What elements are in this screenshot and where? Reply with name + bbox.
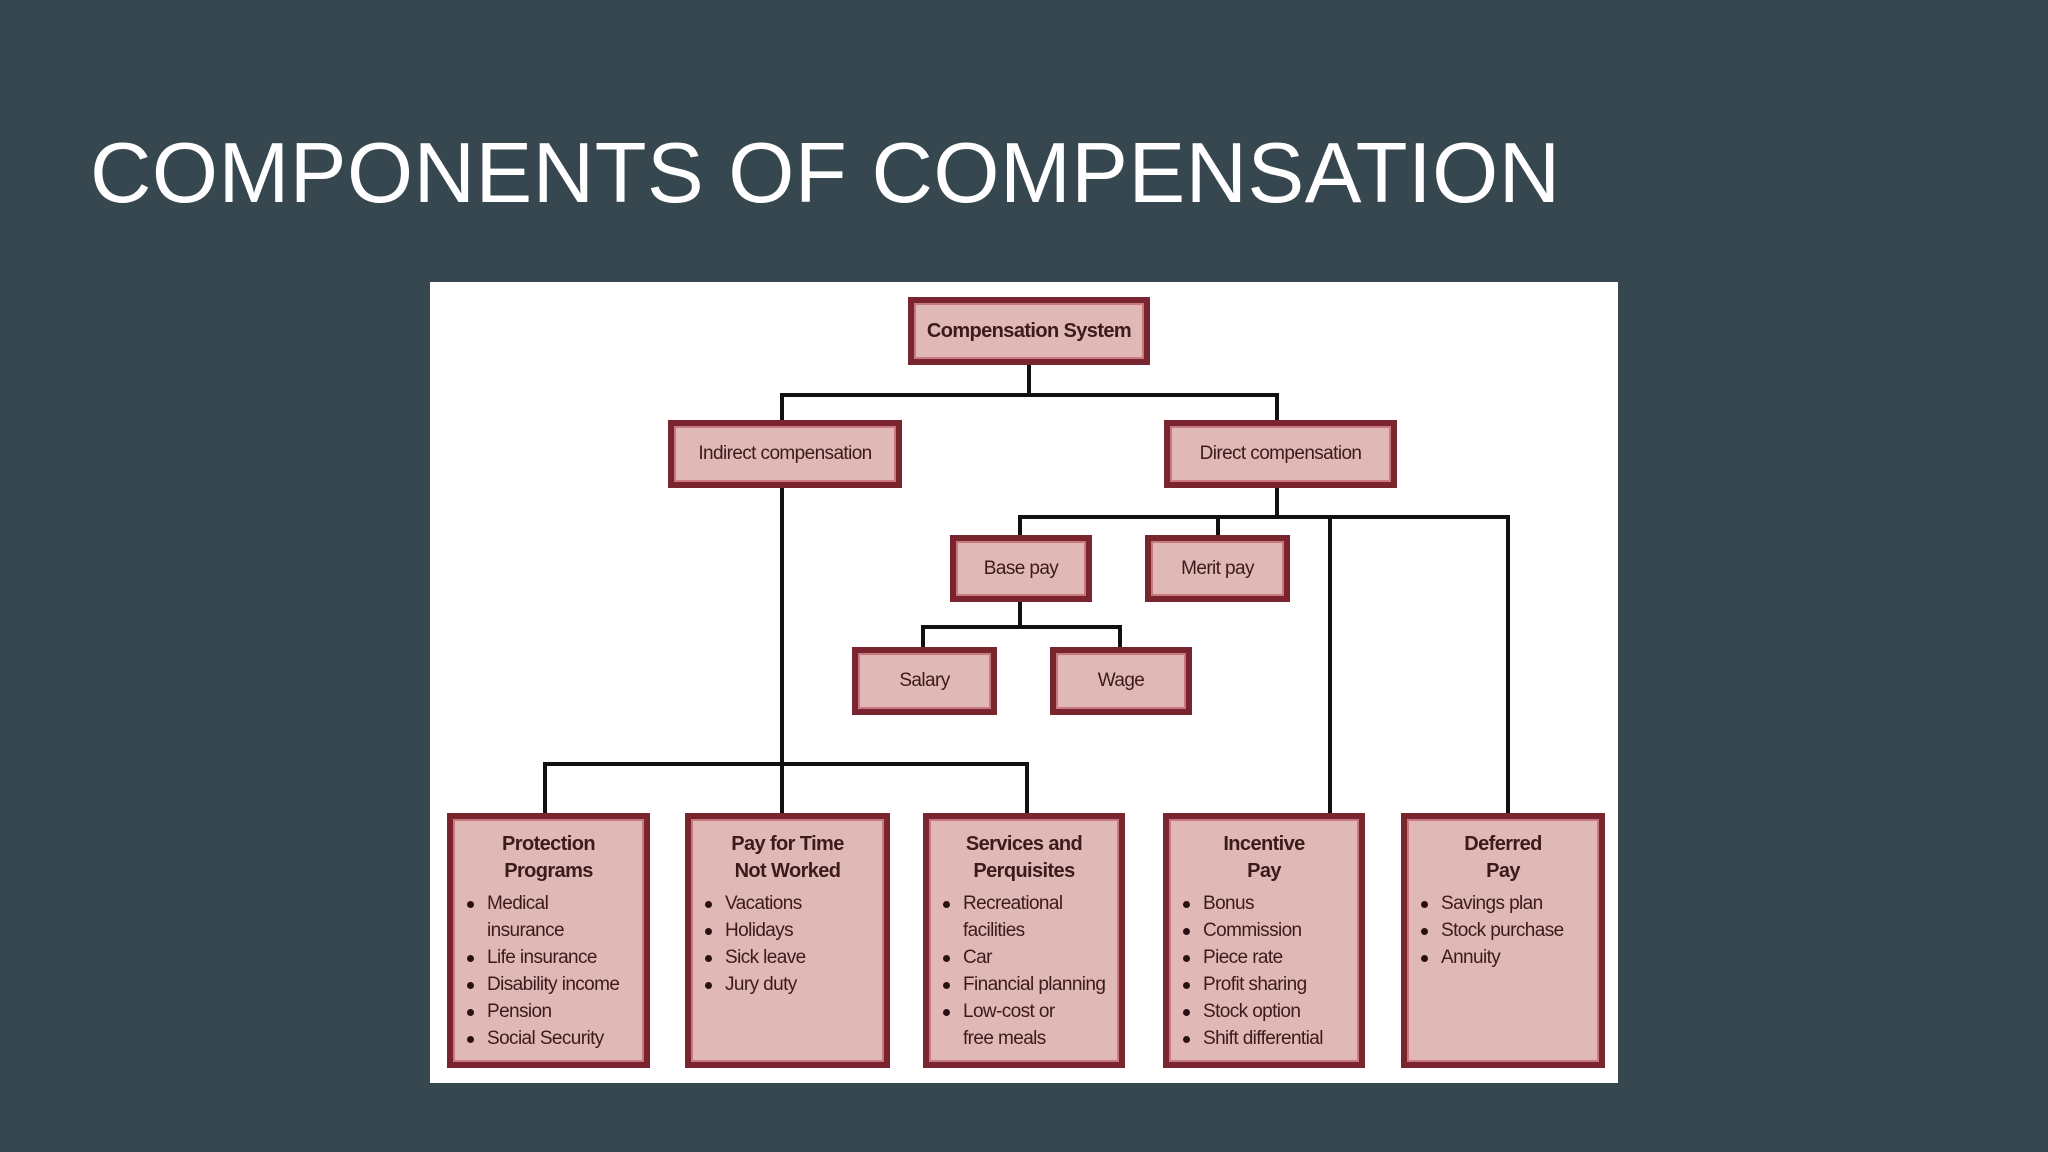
node-heading: Deferred Pay <box>1464 833 1542 882</box>
org-chart-panel: Compensation System Indirect compensatio… <box>430 282 1618 1083</box>
list-item: Disability income <box>465 971 644 998</box>
list-item: Profit sharing <box>1181 971 1359 998</box>
node-incentive-pay: Incentive Pay Bonus Commission Piece rat… <box>1163 813 1365 1068</box>
node-label: Direct compensation <box>1199 443 1362 464</box>
node-label: Salary <box>899 670 950 691</box>
list-item: Annuity <box>1419 944 1599 971</box>
list-item: Bonus <box>1181 890 1359 917</box>
node-compensation-system: Compensation System <box>908 297 1150 365</box>
list-item: Commission <box>1181 917 1359 944</box>
node-heading: Services and Perquisites <box>965 833 1083 882</box>
slide-title: COMPONENTS OF COMPENSATION <box>90 126 1561 221</box>
node-merit-pay: Merit pay <box>1145 535 1290 602</box>
node-heading: Protection Programs <box>502 833 596 882</box>
list-item: Savings plan <box>1419 890 1599 917</box>
list-item: Jury duty <box>703 971 884 998</box>
list-item: Car <box>941 944 1119 971</box>
node-label: Merit pay <box>1181 557 1254 579</box>
node-heading: Pay for Time Not Worked <box>731 833 844 882</box>
node-label: Indirect compensation <box>698 443 872 464</box>
list-item: Stock purchase <box>1419 917 1599 944</box>
list-item: Pension <box>465 998 644 1025</box>
list-item: Social Security <box>465 1025 644 1052</box>
list-item: Sick leave <box>703 944 884 971</box>
list-item: Piece rate <box>1181 944 1359 971</box>
node-heading: Incentive Pay <box>1223 833 1305 882</box>
list-item: Stock option <box>1181 998 1359 1025</box>
benefit-list: Savings plan Stock purchase Annuity <box>1407 890 1599 971</box>
list-item: Shift differential <box>1181 1025 1359 1052</box>
node-deferred-pay: Deferred Pay Savings plan Stock purchase… <box>1401 813 1605 1068</box>
node-salary: Salary <box>852 647 997 715</box>
list-item: Vacations <box>703 890 884 917</box>
list-item: Holidays <box>703 917 884 944</box>
node-wage: Wage <box>1050 647 1192 715</box>
connector-lines <box>543 363 1510 815</box>
list-item: Financial planning <box>941 971 1119 998</box>
node-pay-for-time-not-worked: Pay for Time Not Worked Vacations Holida… <box>685 813 890 1068</box>
list-item: Life insurance <box>465 944 644 971</box>
node-label: Compensation System <box>926 319 1132 342</box>
node-label: Wage <box>1097 670 1145 691</box>
node-direct-compensation: Direct compensation <box>1164 420 1397 488</box>
node-label: Base pay <box>983 557 1059 579</box>
benefit-list: Vacations Holidays Sick leave Jury duty <box>691 890 884 998</box>
benefit-list: Bonus Commission Piece rate Profit shari… <box>1169 890 1359 1052</box>
node-base-pay: Base pay <box>950 535 1092 602</box>
node-indirect-compensation: Indirect compensation <box>668 420 902 488</box>
